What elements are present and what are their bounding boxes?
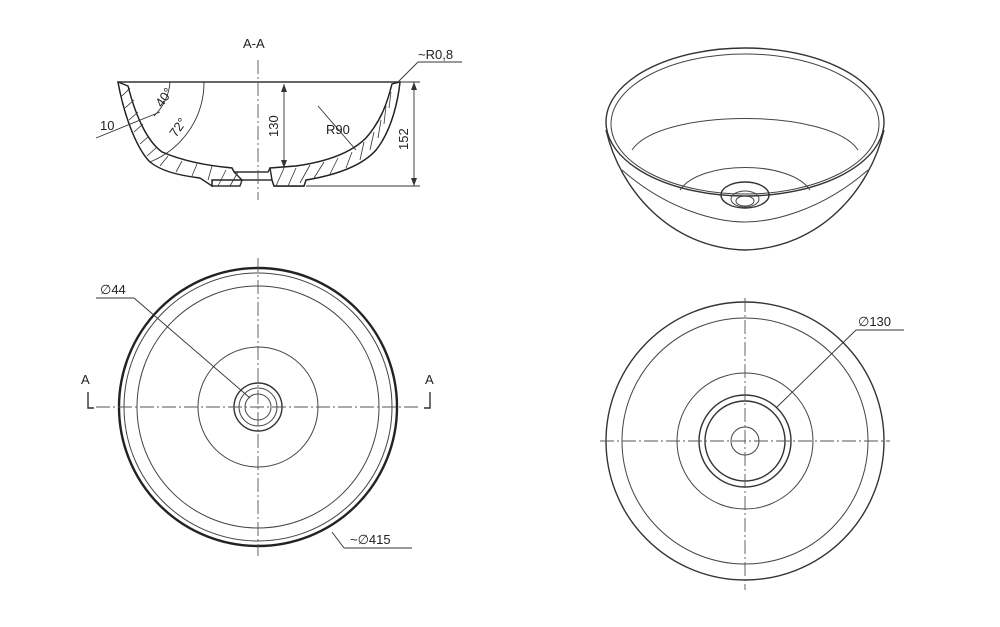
drain-diameter-label: ∅44 [100, 282, 126, 297]
drain-ring-inner [730, 190, 760, 208]
total-height-label: 152 [396, 128, 411, 150]
angle-40-label: 40° [152, 85, 176, 110]
section-view: A-A [95, 36, 462, 200]
bottom-view: ∅130 [600, 298, 904, 590]
inner-radius-label: R90 [326, 122, 350, 137]
bowl-rim-inner [610, 53, 880, 195]
rim-offset-line [95, 111, 161, 139]
perspective-view [605, 47, 885, 251]
inner-depth-label: 130 [266, 115, 281, 137]
bowl-base-band [621, 169, 869, 223]
section-mark-right: A [425, 372, 434, 387]
section-title: A-A [243, 36, 265, 51]
bowl-inner-ring-1 [631, 118, 859, 151]
drain-ring-outer [720, 181, 770, 209]
inner-radius-leader [317, 105, 357, 151]
section-hatching-left [121, 87, 239, 187]
bowl-rim-outer [605, 47, 885, 197]
rim-radius-label: ~R0,8 [418, 47, 453, 62]
top-view: A A ∅44 ~∅415 [81, 258, 434, 556]
section-arrow-right [424, 392, 431, 409]
bowl-inner-ring-2 [679, 167, 811, 191]
section-mark-left: A [81, 372, 90, 387]
rim-offset-label: 10 [100, 118, 114, 133]
rim-radius-leader [397, 61, 419, 83]
base-diameter-label: ∅130 [858, 314, 891, 329]
drain-diameter-leader [133, 297, 251, 399]
outer-diameter-label: ~∅415 [350, 532, 391, 547]
drain-hole [735, 195, 755, 207]
base-diameter-leader [775, 329, 857, 409]
section-wall-right [269, 81, 401, 187]
section-hatching-right [275, 91, 392, 187]
angle-72-arc [149, 81, 205, 163]
angle-72-label: 72° [166, 115, 190, 140]
bowl-outer-body [605, 129, 885, 251]
section-arrow-left [87, 392, 94, 409]
section-wall-left [117, 80, 244, 188]
outer-diameter-leader [331, 531, 345, 549]
